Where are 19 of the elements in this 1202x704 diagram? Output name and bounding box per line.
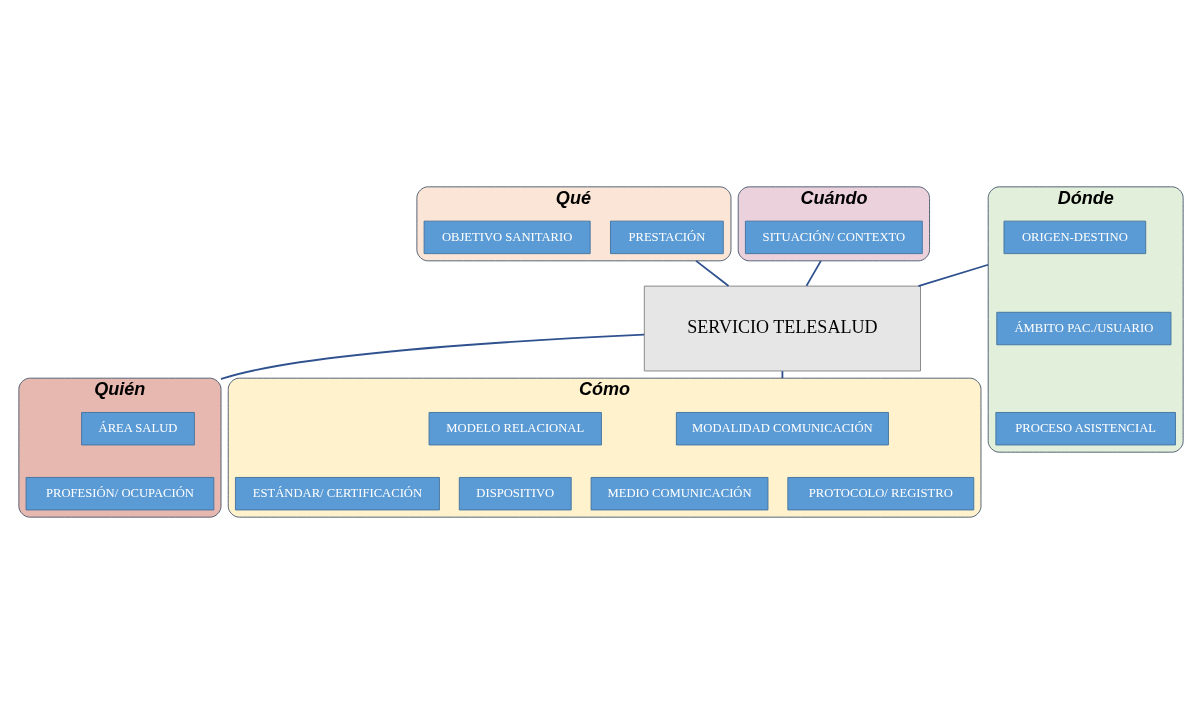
connector (917, 263, 990, 287)
connector (695, 259, 730, 287)
node-box: ORIGEN-DESTINO (1003, 220, 1147, 255)
node-box: OBJETIVO SANITARIO (423, 220, 591, 255)
node-box: PROTOCOLO/ REGISTRO (787, 477, 975, 511)
connector (805, 259, 822, 287)
node-box: PRESTACIÓN (610, 220, 724, 255)
node-box: ESTÁNDAR/ CERTIFICACIÓN (235, 477, 440, 511)
node-box: MODELO RELACIONAL (428, 412, 602, 446)
node-box: ÁMBITO PAC./USUARIO (996, 311, 1172, 346)
node-box: SERVICIO TELESALUD (643, 285, 921, 372)
node-box: ÁREA SALUD (81, 412, 195, 446)
node-box: MEDIO COMUNICACIÓN (590, 477, 769, 511)
node-box: PROCESO ASISTENCIAL (995, 412, 1176, 446)
node-box: SITUACIÓN/ CONTEXTO (744, 220, 923, 255)
node-box: DISPOSITIVO (458, 477, 572, 511)
node-box: PROFESIÓN/ OCUPACIÓN (25, 477, 215, 511)
connector (220, 333, 645, 380)
node-box: MODALIDAD COMUNICACIÓN (675, 412, 889, 446)
